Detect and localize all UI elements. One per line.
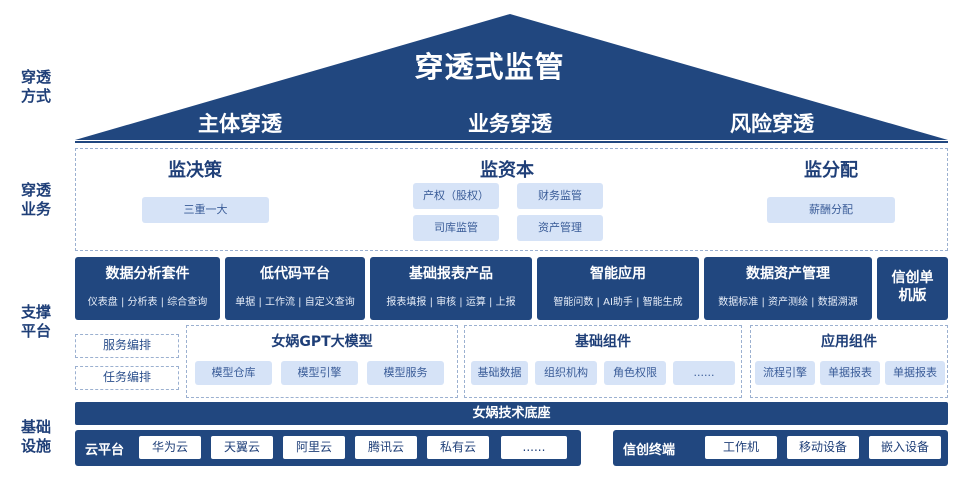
pill-equity: 产权（股权） <box>413 183 499 209</box>
tag-service-orchestration: 服务编排 <box>75 334 179 358</box>
cloud-tianyi: 天翼云 <box>211 436 273 459</box>
cloud-huawei: 华为云 <box>139 436 201 459</box>
model-title: 女娲GPT大模型 <box>271 334 373 350</box>
card-title: 信创单 机版 <box>891 270 934 304</box>
card-sub: 报表填报 | 审核 | 运算 | 上报 <box>386 297 516 308</box>
pill-flow-engine: 流程引擎 <box>755 361 815 385</box>
roof-title: 穿透式监管 <box>414 50 565 84</box>
pill-org: 组织机构 <box>535 361 597 385</box>
pill-finance: 财务监管 <box>517 183 603 209</box>
roof-item-subject: 主体穿透 <box>198 112 282 136</box>
xinchuang-label: 信创终端 <box>623 443 676 458</box>
side-label-penetration-business: 穿透业务 <box>20 181 51 218</box>
cloud-tencent: 腾讯云 <box>355 436 417 459</box>
group-title-capital: 监资本 <box>480 160 534 181</box>
card-sub: 智能问数 | AI助手 | 智能生成 <box>553 297 683 308</box>
card-sub: 单据 | 工作流 | 自定义查询 <box>235 297 355 308</box>
pill-model-service: 模型服务 <box>367 361 444 385</box>
roof-item-business: 业务穿透 <box>468 112 552 136</box>
card-smart-app: 智能应用 智能问数 | AI助手 | 智能生成 <box>537 257 699 320</box>
terminal-embedded: 嵌入设备 <box>869 436 941 459</box>
pill-assets: 资产管理 <box>517 215 603 241</box>
pill-more-basic: ...... <box>673 361 735 385</box>
side-label-infrastructure: 基础设施 <box>20 418 51 455</box>
cloud-platform-box: 云平台 华为云 天翼云 阿里云 腾讯云 私有云 ...... <box>75 430 581 466</box>
pill-basic-data: 基础数据 <box>471 361 528 385</box>
card-title: 数据资产管理 <box>746 266 830 282</box>
card-report: 基础报表产品 报表填报 | 审核 | 运算 | 上报 <box>370 257 532 320</box>
pill-model-repo: 模型仓库 <box>195 361 272 385</box>
basic-title: 基础组件 <box>575 334 631 350</box>
terminal-workstation: 工作机 <box>705 436 777 459</box>
card-title: 低代码平台 <box>260 266 330 282</box>
card-title: 数据分析套件 <box>105 266 190 282</box>
cloud-more: ...... <box>501 436 567 459</box>
pill-roles: 角色权限 <box>604 361 666 385</box>
group-title-distribution: 监分配 <box>804 160 858 181</box>
roof-item-risk: 风险穿透 <box>730 112 814 136</box>
pill-sanzhong: 三重一大 <box>142 197 269 223</box>
pill-salary: 薪酬分配 <box>767 197 895 223</box>
pill-model-engine: 模型引擎 <box>281 361 358 385</box>
pill-treasury: 司库监管 <box>413 215 499 241</box>
card-lowcode: 低代码平台 单据 | 工作流 | 自定义查询 <box>225 257 365 320</box>
card-data-analysis: 数据分析套件 仪表盘 | 分析表 | 综合查询 <box>75 257 220 320</box>
side-label-penetration-mode: 穿透方式 <box>20 68 51 105</box>
card-title: 智能应用 <box>590 266 646 282</box>
roof <box>0 0 979 145</box>
card-sub: 仪表盘 | 分析表 | 综合查询 <box>87 297 208 308</box>
card-sub: 数据标准 | 资产测绘 | 数据溯源 <box>718 297 858 308</box>
cloud-aliyun: 阿里云 <box>283 436 345 459</box>
app-title: 应用组件 <box>821 334 877 350</box>
group-title-decision: 监决策 <box>168 160 222 181</box>
pill-doc-report-2: 单据报表 <box>885 361 945 385</box>
cloud-label: 云平台 <box>85 443 125 458</box>
tech-base-bar: 女娲技术底座 <box>75 402 948 425</box>
card-xinchuang-standalone: 信创单 机版 <box>877 257 948 320</box>
card-title: 基础报表产品 <box>409 266 493 282</box>
xinchuang-terminal-box: 信创终端 工作机 移动设备 嵌入设备 <box>613 430 948 466</box>
side-label-support-platform: 支撑平台 <box>20 303 51 340</box>
cloud-private: 私有云 <box>427 436 489 459</box>
card-data-asset: 数据资产管理 数据标准 | 资产测绘 | 数据溯源 <box>704 257 872 320</box>
roof-shape <box>75 14 948 143</box>
pill-doc-report-1: 单据报表 <box>820 361 880 385</box>
tag-task-orchestration: 任务编排 <box>75 366 179 390</box>
terminal-mobile: 移动设备 <box>787 436 859 459</box>
